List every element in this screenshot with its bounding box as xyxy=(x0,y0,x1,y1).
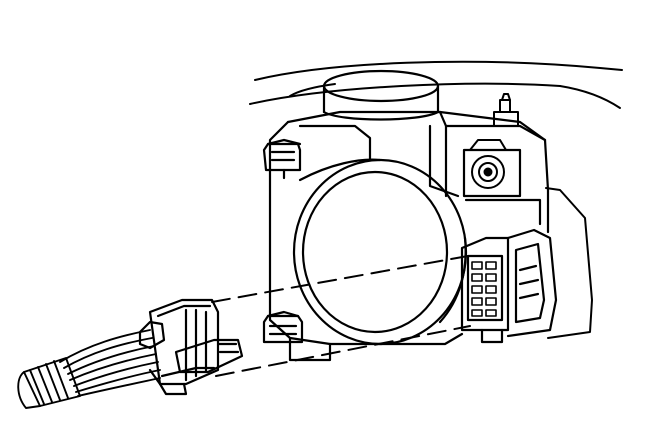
throttle-body-icon xyxy=(268,69,550,362)
sensor-connector-icon xyxy=(460,228,558,344)
wire-harness-icon xyxy=(17,329,161,409)
manifold-contour-lines xyxy=(249,60,623,339)
alignment-line-icon xyxy=(211,255,471,377)
mounting-boss-icon xyxy=(262,310,304,344)
mounting-boss-icon xyxy=(262,138,302,180)
iac-valve-icon xyxy=(469,93,519,189)
harness-connector-icon xyxy=(138,298,244,396)
connector-terminal-slots xyxy=(471,261,497,317)
